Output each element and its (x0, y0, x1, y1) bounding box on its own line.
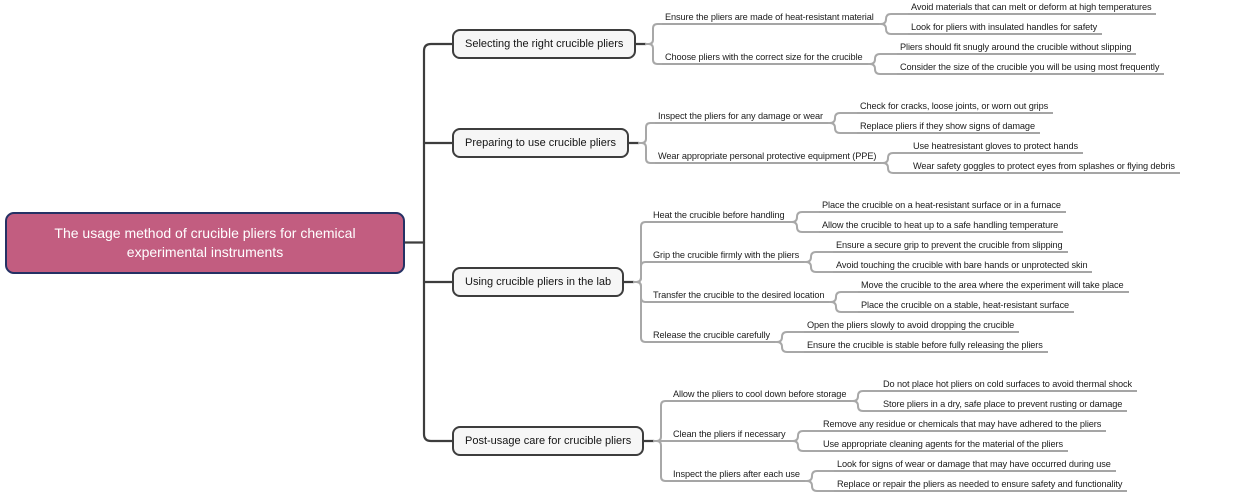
leaf-topic: Remove any residue or chemicals that may… (820, 418, 1107, 432)
subtopic: Release the crucible carefully (650, 329, 776, 343)
connector-line (827, 112, 858, 124)
connector-line (850, 400, 881, 412)
leaf-topic: Check for cracks, loose joints, or worn … (857, 100, 1054, 114)
leaf-topic: Move the crucible to the area where the … (858, 279, 1129, 293)
connector-line (828, 301, 859, 313)
subtopic: Heat the crucible before handling (650, 209, 790, 223)
leaf-topic: Pliers should fit snugly around the cruc… (897, 41, 1137, 55)
leaf-topic: Ensure a secure grip to prevent the cruc… (833, 239, 1068, 253)
connector-line (645, 23, 663, 45)
leaf-topic: Replace or repair the pliers as needed t… (834, 478, 1128, 492)
connector-line (633, 221, 651, 283)
connector-line (850, 390, 881, 402)
connector-line (789, 211, 820, 223)
subtopic: Transfer the crucible to the desired loc… (650, 289, 830, 303)
connector-line (867, 63, 898, 75)
connector-line (633, 281, 651, 303)
connector-line (790, 430, 821, 442)
leaf-topic: Avoid materials that can melt or deform … (908, 1, 1157, 15)
leaf-topic: Store pliers in a dry, safe place to pre… (880, 398, 1128, 412)
branch-topic: Using crucible pliers in the lab (452, 267, 625, 297)
leaf-topic: Replace pliers if they show signs of dam… (857, 120, 1040, 134)
connector-line (790, 440, 821, 452)
leaf-topic: Allow the crucible to heat up to a safe … (819, 219, 1064, 233)
connector-line (653, 400, 671, 442)
leaf-topic: Place the crucible on a heat-resistant s… (819, 199, 1066, 213)
subtopic: Grip the crucible firmly with the pliers (650, 249, 805, 263)
connector-line (804, 480, 835, 492)
connector-line (422, 42, 454, 443)
leaf-topic: Wear safety goggles to protect eyes from… (910, 160, 1180, 174)
connector-line (633, 281, 651, 343)
connector-line (774, 331, 805, 343)
subtopic: Ensure the pliers are made of heat-resis… (662, 11, 879, 25)
connector-line (803, 251, 834, 263)
subtopic: Clean the pliers if necessary (670, 428, 791, 442)
subtopic: Inspect the pliers for any damage or wea… (655, 110, 828, 124)
leaf-topic: Place the crucible on a stable, heat-res… (858, 299, 1075, 313)
leaf-topic: Ensure the crucible is stable before ful… (804, 339, 1048, 353)
connector-line (633, 261, 651, 283)
branch-topic: Preparing to use crucible pliers (452, 128, 630, 158)
connector-line (880, 162, 911, 174)
subtopic: Choose pliers with the correct size for … (662, 51, 868, 65)
subtopic: Inspect the pliers after each use (670, 468, 805, 482)
connector-line (827, 122, 858, 134)
leaf-topic: Avoid touching the crucible with bare ha… (833, 259, 1093, 273)
connector-line (774, 341, 805, 353)
branch-topic: Selecting the right crucible pliers (452, 29, 637, 59)
connector-line (828, 291, 859, 303)
subtopic: Wear appropriate personal protective equ… (655, 150, 882, 164)
leaf-topic: Look for signs of wear or damage that ma… (834, 458, 1116, 472)
connector-line (645, 43, 663, 65)
connector-line (653, 440, 671, 482)
root-topic: The usage method of crucible pliers for … (5, 211, 405, 274)
connector-line (878, 23, 909, 35)
subtopic: Allow the pliers to cool down before sto… (670, 388, 852, 402)
connector-line (638, 122, 656, 144)
connector-line (867, 53, 898, 65)
branch-topic: Post-usage care for crucible pliers (452, 426, 645, 456)
leaf-topic: Use appropriate cleaning agents for the … (820, 438, 1068, 452)
connector-line (638, 142, 656, 164)
connector-line (804, 470, 835, 482)
connector-line (803, 261, 834, 273)
leaf-topic: Consider the size of the crucible you wi… (897, 61, 1165, 75)
leaf-topic: Look for pliers with insulated handles f… (908, 21, 1103, 35)
leaf-topic: Open the pliers slowly to avoid dropping… (804, 319, 1020, 333)
connector-line (789, 221, 820, 233)
leaf-topic: Use heatresistant gloves to protect hand… (910, 140, 1083, 154)
leaf-topic: Do not place hot pliers on cold surfaces… (880, 378, 1138, 392)
connector-line (880, 152, 911, 164)
connector-line (878, 13, 909, 25)
